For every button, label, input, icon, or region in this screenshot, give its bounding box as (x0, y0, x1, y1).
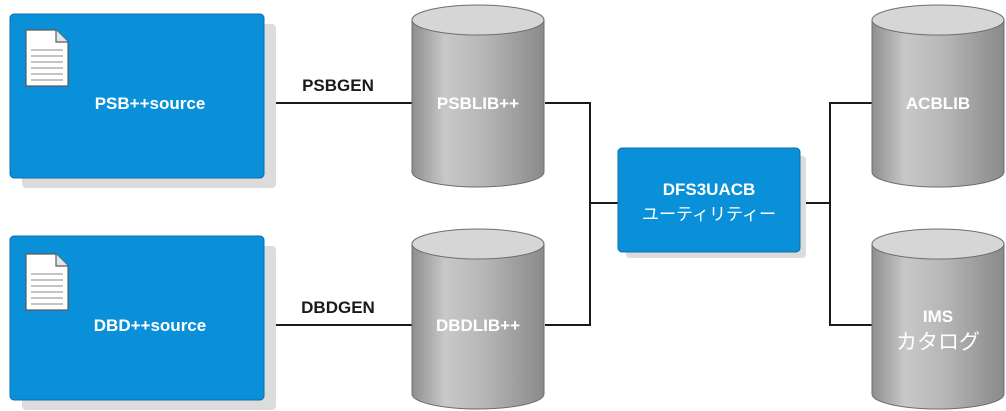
psblib-to-utility-line (545, 102, 620, 204)
dbd-source-label: DBD++source (94, 316, 206, 335)
psblib-database: PSBLIB++ (411, 4, 545, 188)
acblib-label: ACBLIB (906, 94, 970, 113)
dfs3uacb-utility-box: DFS3UACB ユーティリティー (617, 147, 806, 258)
document-icon (25, 253, 69, 311)
document-icon (25, 29, 69, 87)
utility-to-acblib-line (800, 102, 872, 204)
box-body (9, 235, 265, 401)
connector-lines (262, 102, 872, 326)
utility-name-label: DFS3UACB (663, 180, 756, 199)
acblib-database: ACBLIB (871, 4, 1005, 188)
dbdgen-label: DBDGEN (301, 298, 375, 317)
ims-catalog-line1-label: IMS (923, 307, 953, 326)
psb-source-box: PSB++source (9, 13, 276, 188)
ims-catalog-database: IMS カタログ (871, 228, 1005, 410)
box-body (9, 13, 265, 179)
psb-source-label: PSB++source (95, 94, 206, 113)
box-body (617, 147, 801, 253)
dbdlib-database: DBDLIB++ (411, 228, 545, 410)
ims-catalog-line2-label: カタログ (896, 330, 980, 354)
psbgen-label: PSBGEN (302, 76, 374, 95)
psblib-label: PSBLIB++ (437, 94, 519, 113)
dbd-source-box: DBD++source (9, 235, 276, 410)
dbdlib-to-utility-line (545, 203, 591, 326)
dbdlib-label: DBDLIB++ (436, 316, 520, 335)
utility-type-label: ユーティリティー (642, 205, 776, 225)
utility-to-catalog-line (829, 203, 872, 326)
